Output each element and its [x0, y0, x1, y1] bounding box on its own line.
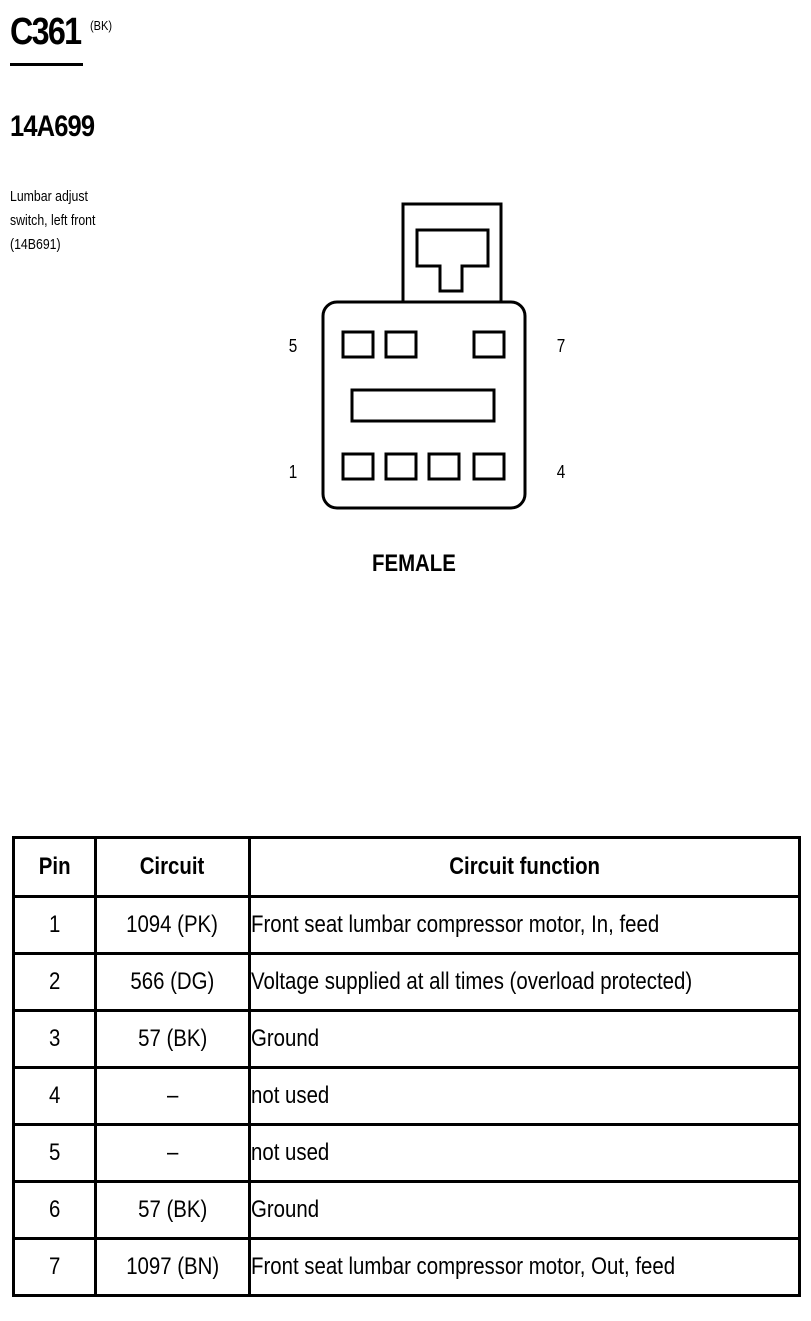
pin-label-4: 4 — [556, 462, 566, 482]
function-cell: Ground — [248, 1009, 801, 1069]
title-underline — [10, 63, 83, 66]
pin-cavity-2 — [384, 452, 418, 481]
pin-label-5: 5 — [288, 336, 298, 356]
pin-cell: 5 — [12, 1123, 97, 1183]
pin-cell: 7 — [12, 1237, 97, 1297]
description-line: Lumbar adjust — [10, 188, 88, 205]
pin-cell: 1 — [12, 895, 97, 955]
circuit-cell: – — [94, 1123, 251, 1183]
table-row: 3 57 (BK) Ground — [12, 1009, 801, 1069]
circuit-cell: 566 (DG) — [94, 952, 251, 1012]
center-slot — [350, 388, 496, 423]
pin-label-7: 7 — [556, 336, 566, 356]
column-header-function: Circuit function — [248, 836, 801, 898]
function-cell: Voltage supplied at all times (overload … — [248, 952, 801, 1012]
column-header-pin: Pin — [12, 836, 97, 898]
table-row: 1 1094 (PK) Front seat lumbar compressor… — [12, 895, 801, 955]
pin-circuit-table: Pin Circuit Circuit function 1 1094 (PK)… — [12, 836, 801, 1297]
table-header-row: Pin Circuit Circuit function — [12, 836, 801, 898]
pin-cavity-3 — [427, 452, 461, 481]
function-cell: Front seat lumbar compressor motor, In, … — [248, 895, 801, 955]
circuit-cell: – — [94, 1066, 251, 1126]
description-line: (14B691) — [10, 236, 61, 253]
circuit-cell: 57 (BK) — [94, 1180, 251, 1240]
component-description: Lumbar adjust switch, left front (14B691… — [10, 185, 95, 257]
table-row: 2 566 (DG) Voltage supplied at all times… — [12, 952, 801, 1012]
connector-face-diagram: 5 7 1 4 — [270, 190, 590, 520]
table-row: 5 – not used — [12, 1123, 801, 1183]
pin-label-1: 1 — [288, 462, 298, 482]
function-cell: not used — [248, 1123, 801, 1183]
connector-color-code: (BK) — [90, 18, 113, 33]
pin-cavity-4 — [472, 452, 506, 481]
pin-cell: 4 — [12, 1066, 97, 1126]
latch-t-shape — [415, 228, 490, 293]
pin-cavity-1 — [341, 452, 375, 481]
connector-drawing — [321, 202, 527, 510]
description-line: switch, left front — [10, 212, 96, 229]
column-header-circuit: Circuit — [94, 836, 251, 898]
pin-cell: 2 — [12, 952, 97, 1012]
pin-cavity-6 — [384, 330, 418, 359]
circuit-cell: 57 (BK) — [94, 1009, 251, 1069]
function-cell: Front seat lumbar compressor motor, Out,… — [248, 1237, 801, 1297]
function-cell: not used — [248, 1066, 801, 1126]
pin-cavity-7 — [472, 330, 506, 359]
table-row: 6 57 (BK) Ground — [12, 1180, 801, 1240]
function-cell: Ground — [248, 1180, 801, 1240]
circuit-cell: 1097 (BN) — [94, 1237, 251, 1297]
pin-cell: 3 — [12, 1009, 97, 1069]
table-row: 4 – not used — [12, 1066, 801, 1126]
circuit-cell: 1094 (PK) — [94, 895, 251, 955]
table-row: 7 1097 (BN) Front seat lumbar compressor… — [12, 1237, 801, 1297]
connector-id: C361 — [10, 11, 82, 53]
connector-gender-label: FEMALE — [372, 550, 456, 577]
pin-cavity-5 — [341, 330, 375, 359]
pin-cell: 6 — [12, 1180, 97, 1240]
part-number: 14A699 — [10, 110, 95, 143]
